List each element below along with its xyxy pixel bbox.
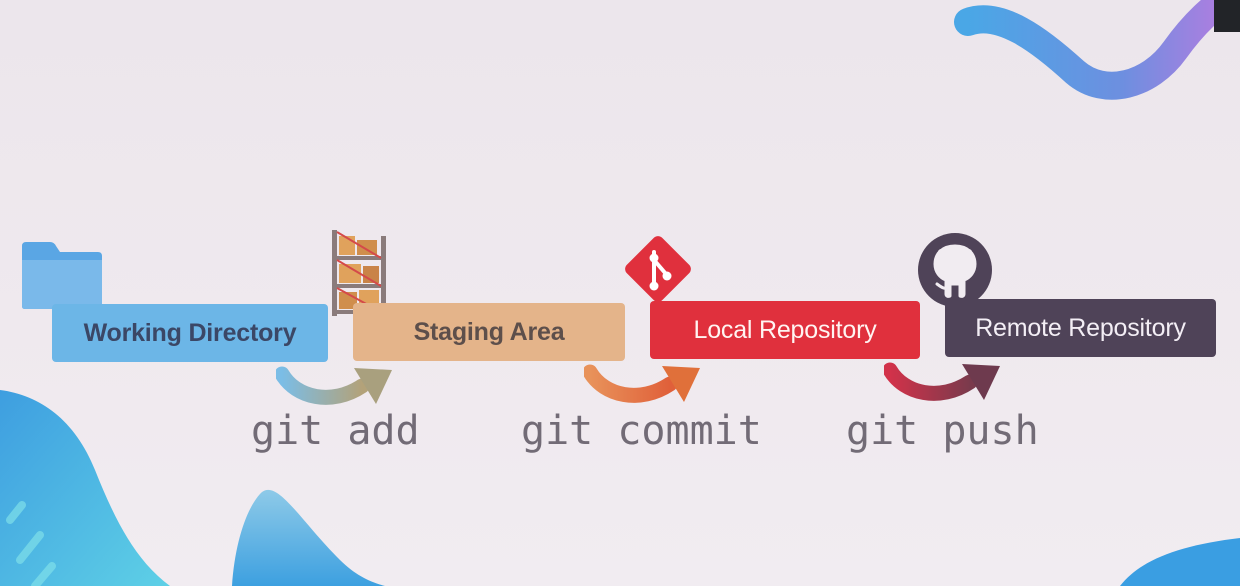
staging-area-box: Staging Area	[353, 303, 625, 361]
github-octocat-icon	[918, 233, 992, 307]
git-push-arrow	[884, 362, 1000, 401]
staging-area-label: Staging Area	[413, 317, 565, 346]
folder-icon	[22, 242, 102, 309]
remote-repository-box: Remote Repository	[945, 299, 1216, 357]
git-commit-label: git commit	[521, 408, 762, 454]
git-add-arrow	[276, 366, 392, 405]
remote-repository-label: Remote Repository	[975, 313, 1186, 342]
bottom-right-blob	[1120, 538, 1240, 586]
bottom-left-stripes	[6, 501, 56, 586]
working-directory-box: Working Directory	[52, 304, 328, 362]
working-directory-label: Working Directory	[83, 318, 297, 347]
top-right-corner-tab	[1214, 0, 1240, 32]
bottom-middle-blob	[232, 489, 385, 586]
local-repository-box: Local Repository	[650, 301, 920, 359]
git-push-label: git push	[846, 408, 1039, 454]
git-add-label: git add	[251, 408, 420, 454]
git-logo-icon	[625, 236, 691, 302]
git-commit-arrow	[584, 364, 700, 403]
local-repository-label: Local Repository	[693, 315, 877, 344]
top-right-wave	[954, 0, 1239, 100]
